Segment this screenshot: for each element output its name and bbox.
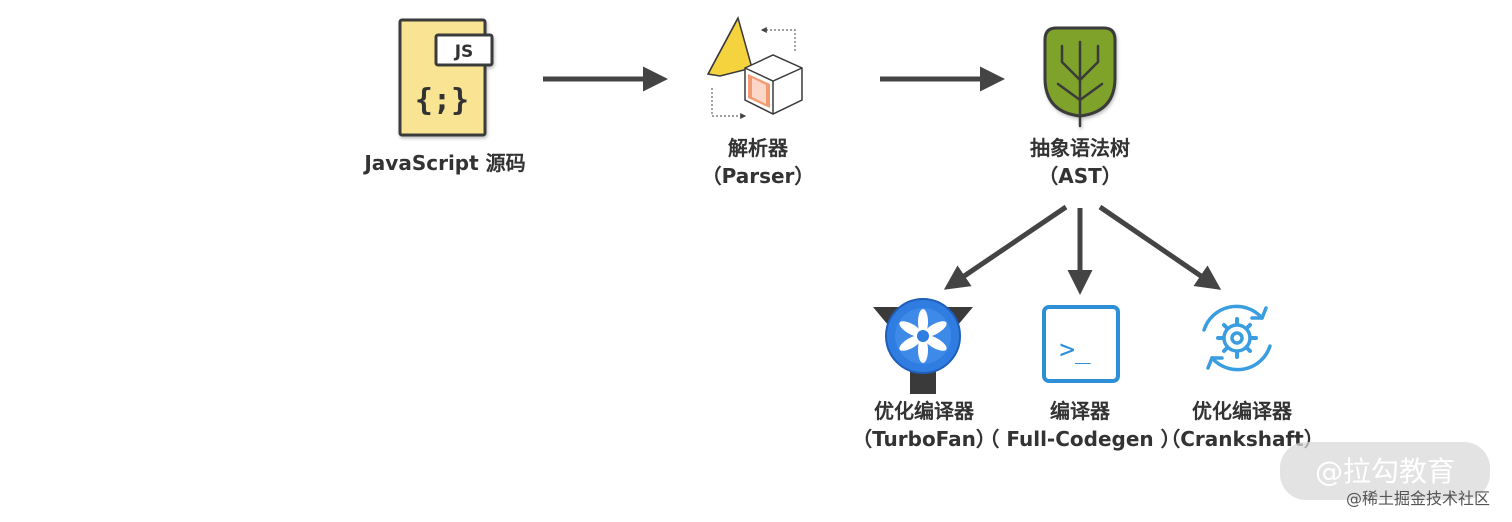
crankshaft-title: 优化编译器 <box>1192 399 1293 423</box>
terminal-icon: >_ <box>1042 305 1120 383</box>
watermark-credit: @稀土掘金技术社区 <box>1346 489 1490 508</box>
arrow-ast-to-crankshaft <box>1098 204 1222 290</box>
ast-subtitle: （AST） <box>1038 164 1122 188</box>
terminal-prompt-glyph: >_ <box>1059 335 1091 365</box>
arrow-ast-to-turbofan <box>943 204 1068 290</box>
parser-icon <box>706 16 803 119</box>
codegen-title: 编译器 <box>1050 399 1111 423</box>
watermark: @拉勾教育 @稀土掘金技术社区 <box>1280 442 1490 508</box>
tree-icon <box>1043 26 1117 128</box>
js-brace-glyph: {;} <box>415 83 469 118</box>
turbofan-title: 优化编译器 <box>874 399 975 423</box>
watermark-brand: @拉勾教育 <box>1315 455 1455 488</box>
parser-title: 解析器 <box>728 136 789 160</box>
codegen-subtitle: （ Full-Codegen ） <box>979 427 1180 451</box>
turbofan-subtitle: （TurboFan） <box>852 427 996 451</box>
parser-subtitle: （Parser） <box>702 164 815 188</box>
ast-title: 抽象语法树 <box>1030 136 1130 160</box>
turbofan-icon <box>873 298 973 394</box>
source-title: JavaScript 源码 <box>362 151 525 175</box>
js-badge-text: JS <box>454 42 474 62</box>
js-file-icon: JS {;} <box>398 18 494 137</box>
gear-cycle-icon <box>1202 304 1272 372</box>
